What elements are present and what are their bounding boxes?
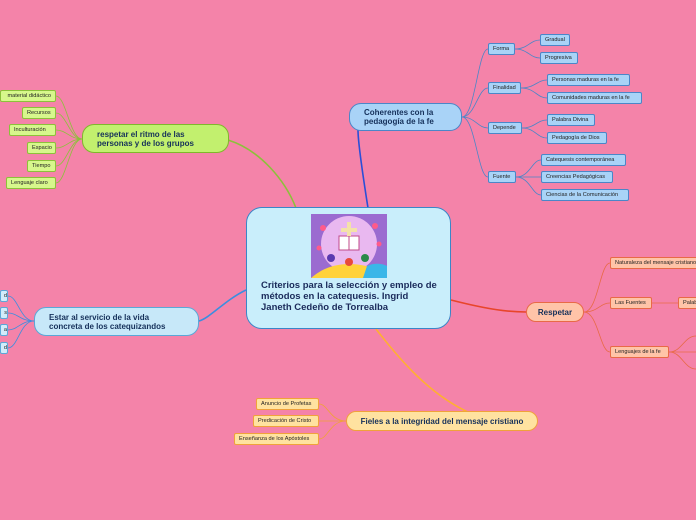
node-palabra-divina[interactable]: Palabra Divina — [547, 114, 595, 126]
central-topic-title: Criterios para la selección y empleo de … — [261, 280, 437, 313]
node-forma[interactable]: Forma — [488, 43, 515, 55]
node-servicio-2[interactable]: s — [0, 307, 8, 319]
branch-ritmo[interactable]: respetar el ritmo de las personas y de l… — [82, 124, 229, 153]
node-material-didactico[interactable]: material didáctico — [0, 90, 56, 102]
node-pedagogia-dios[interactable]: Pedagogía de Dios — [547, 132, 607, 144]
node-palabra[interactable]: Palabra — [678, 297, 696, 309]
node-ensenanza-apostoles[interactable]: Enseñanza de los Apóstoles — [234, 433, 319, 445]
node-catequesis-contemporanea[interactable]: Catequesis contemporánea — [541, 154, 626, 166]
node-naturaleza-mensaje[interactable]: Naturaleza del mensaje cristiano — [610, 257, 696, 269]
node-anuncio-profetas[interactable]: Anuncio de Profetas — [256, 398, 319, 410]
node-comunidades-maduras[interactable]: Comunidades maduras en la fe — [547, 92, 642, 104]
node-gradual[interactable]: Gradual — [540, 34, 570, 46]
node-fuente[interactable]: Fuente — [488, 171, 516, 183]
node-progresiva[interactable]: Progresiva — [540, 52, 578, 64]
branch-coherentes[interactable]: Coherentes con la pedagogía de la fe — [349, 103, 462, 131]
node-personas-maduras[interactable]: Personas maduras en la fe — [547, 74, 630, 86]
catechesis-illustration — [311, 214, 387, 278]
branch-respetar[interactable]: Respetar — [526, 302, 584, 322]
node-tiempo[interactable]: Tiempo — [27, 160, 56, 172]
node-predicacion-cristo[interactable]: Predicación de Cristo — [253, 415, 319, 427]
node-espacio[interactable]: Espacio — [27, 142, 56, 154]
node-recursos[interactable]: Recursos — [22, 107, 56, 119]
node-depende[interactable]: Depende — [488, 122, 522, 134]
node-las-fuentes[interactable]: Las Fuentes — [610, 297, 652, 309]
node-creencias-pedagogicas[interactable]: Creencias Pedagógicas — [541, 171, 613, 183]
central-topic[interactable]: Criterios para la selección y empleo de … — [246, 207, 451, 329]
node-servicio-4[interactable]: d — [0, 342, 8, 354]
branch-servicio[interactable]: Estar al servicio de la vida concreta de… — [34, 307, 199, 336]
node-lenguaje-claro[interactable]: Lenguaje claro — [6, 177, 56, 189]
branch-fieles[interactable]: Fieles a la integridad del mensaje crist… — [346, 411, 538, 431]
node-servicio-3[interactable]: a — [0, 324, 8, 336]
node-servicio-1[interactable]: d — [0, 290, 8, 302]
node-finalidad[interactable]: Finalidad — [488, 82, 521, 94]
node-inculturacion[interactable]: Inculturación — [9, 124, 56, 136]
node-ciencias-comunicacion[interactable]: Ciencias de la Comunicación — [541, 189, 629, 201]
node-lenguajes-fe[interactable]: Lenguajes de la fe — [610, 346, 669, 358]
